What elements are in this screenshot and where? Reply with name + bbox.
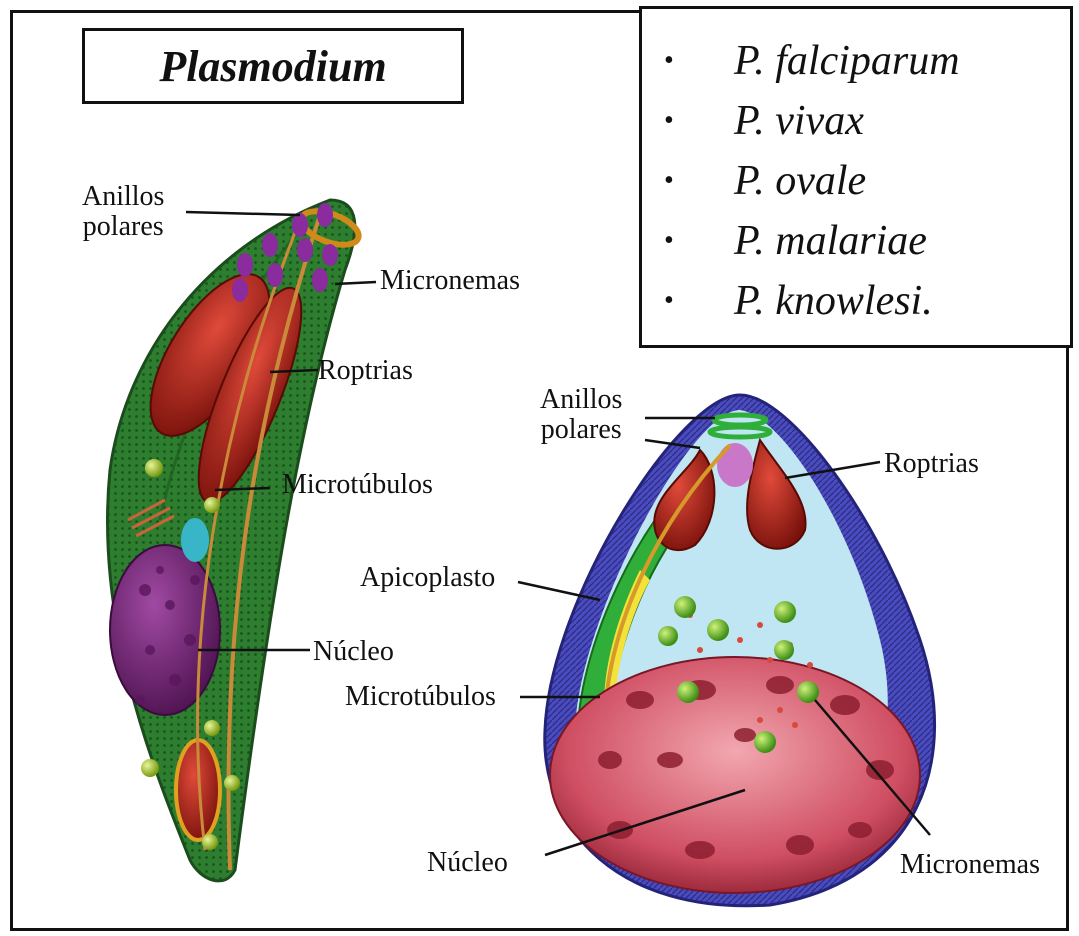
label-anillos-polares-right: Anillos polares xyxy=(540,385,622,445)
species-item: •P. falciparum xyxy=(662,31,1070,91)
species-list-box: •P. falciparum •P. vivax •P. ovale •P. m… xyxy=(639,6,1073,348)
label-roptrias-left: Roptrias xyxy=(318,356,413,386)
label-nucleo-left: Núcleo xyxy=(313,637,394,667)
species-list: •P. falciparum •P. vivax •P. ovale •P. m… xyxy=(662,31,1070,331)
figure-title: Plasmodium xyxy=(159,41,386,92)
bullet-icon: • xyxy=(662,165,734,197)
label-microtubulos-right: Microtúbulos xyxy=(345,682,496,712)
label-apicoplasto: Apicoplasto xyxy=(360,563,495,593)
merozoite-cell xyxy=(545,395,935,906)
label-micronemas-right: Micronemas xyxy=(900,850,1040,880)
species-item: •P. ovale xyxy=(662,151,1070,211)
label-nucleo-right: Núcleo xyxy=(427,848,508,878)
species-item: •P. vivax xyxy=(662,91,1070,151)
bullet-icon: • xyxy=(662,285,734,317)
label-anillos-polares-left: Anillos polares xyxy=(82,182,164,242)
label-microtubulos-left: Microtúbulos xyxy=(282,470,433,500)
species-item: •P. knowlesi. xyxy=(662,271,1070,331)
species-item: •P. malariae xyxy=(662,211,1070,271)
title-box: Plasmodium xyxy=(82,28,464,104)
label-micronemas-left: Micronemas xyxy=(380,266,520,296)
label-roptrias-right: Roptrias xyxy=(884,449,979,479)
bullet-icon: • xyxy=(662,45,734,77)
sporozoite-cell xyxy=(107,200,363,881)
bullet-icon: • xyxy=(662,105,734,137)
bullet-icon: • xyxy=(662,225,734,257)
